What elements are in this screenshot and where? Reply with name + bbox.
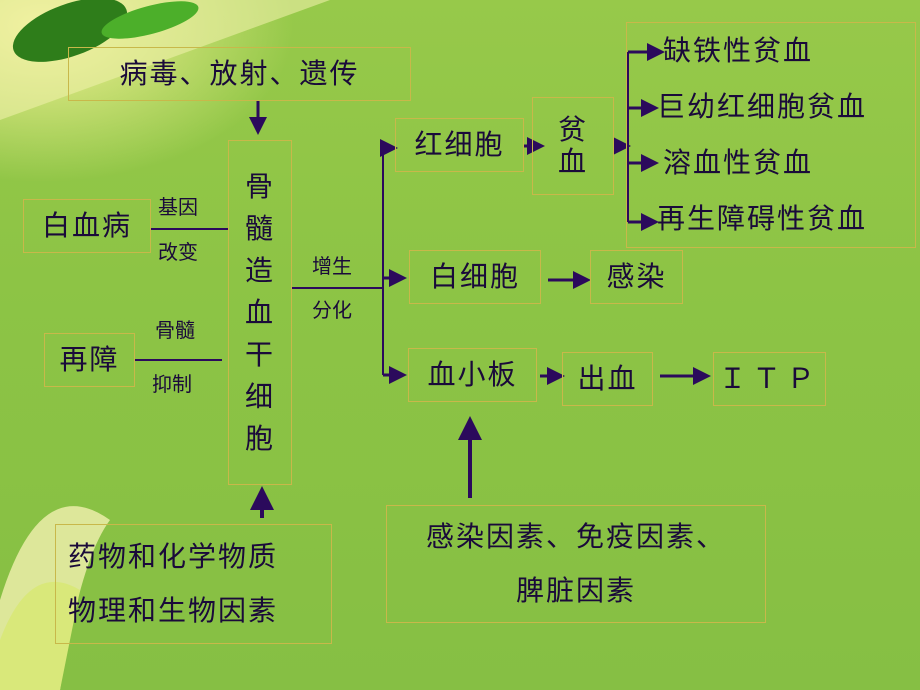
platelet-cause-line1: 感染因素、免疫因素、 [425,520,726,553]
anemia-type-hemolytic: 溶血性贫血 [663,146,814,179]
stem-cell-char: 髓 [244,211,275,245]
stem-cell-char: 骨 [244,169,275,203]
stem-cell-char: 细 [244,379,275,413]
stem-cell-char: 血 [244,295,275,329]
bleeding-text: 出血 [577,362,638,395]
branch-edge-top: 增生 [312,254,352,278]
aplastic-edge-top: 骨髓 [155,318,195,342]
anemia-box: 贫 血 [532,97,614,195]
stem-cell-char: 造 [244,253,275,287]
anemia-char: 贫 [557,113,588,146]
rbc-box: 红细胞 [395,118,524,172]
bottom-cause-line2: 物理和生物因素 [68,594,279,627]
aplastic-box: 再障 [44,333,135,387]
leukemia-edge-bottom: 改变 [158,240,198,264]
top-cause-box: 病毒、放射、遗传 [68,47,411,101]
wbc-box: 白细胞 [409,250,541,304]
branch-edge-bottom: 分化 [312,298,352,322]
itp-box: ＩＴＰ [713,352,826,406]
bleeding-box: 出血 [562,352,653,406]
anemia-types-box: 缺铁性贫血 巨幼红细胞贫血 溶血性贫血 再生障碍性贫血 [626,22,916,248]
bottom-cause-line1: 药物和化学物质 [68,540,279,573]
anemia-type-aplastic: 再生障碍性贫血 [657,202,868,235]
bottom-cause-box: 药物和化学物质 物理和生物因素 [55,524,332,644]
platelet-cause-box: 感染因素、免疫因素、 脾脏因素 [386,505,766,623]
wbc-text: 白细胞 [429,260,520,293]
stem-cell-char: 胞 [244,421,275,455]
infection-box: 感染 [590,250,683,304]
anemia-type-iron: 缺铁性贫血 [663,34,814,67]
aplastic-text: 再障 [59,343,120,376]
anemia-type-megaloblastic: 巨幼红细胞贫血 [657,90,868,123]
stem-cell-char: 干 [244,337,275,371]
aplastic-edge-bottom: 抑制 [152,372,192,396]
rbc-text: 红细胞 [414,128,505,161]
anemia-char: 血 [557,145,588,178]
platelet-box: 血小板 [408,348,537,402]
platelet-cause-line2: 脾脏因素 [515,574,636,607]
leukemia-box: 白血病 [23,199,151,253]
infection-text: 感染 [606,260,667,293]
itp-text: ＩＴＰ [718,362,821,395]
top-cause-text: 病毒、放射、遗传 [119,57,360,90]
leukemia-text: 白血病 [41,209,132,242]
stem-cell-box: 骨 髓 造 血 干 细 胞 [228,140,292,485]
leukemia-edge-top: 基因 [158,195,198,219]
platelet-text: 血小板 [427,358,518,391]
